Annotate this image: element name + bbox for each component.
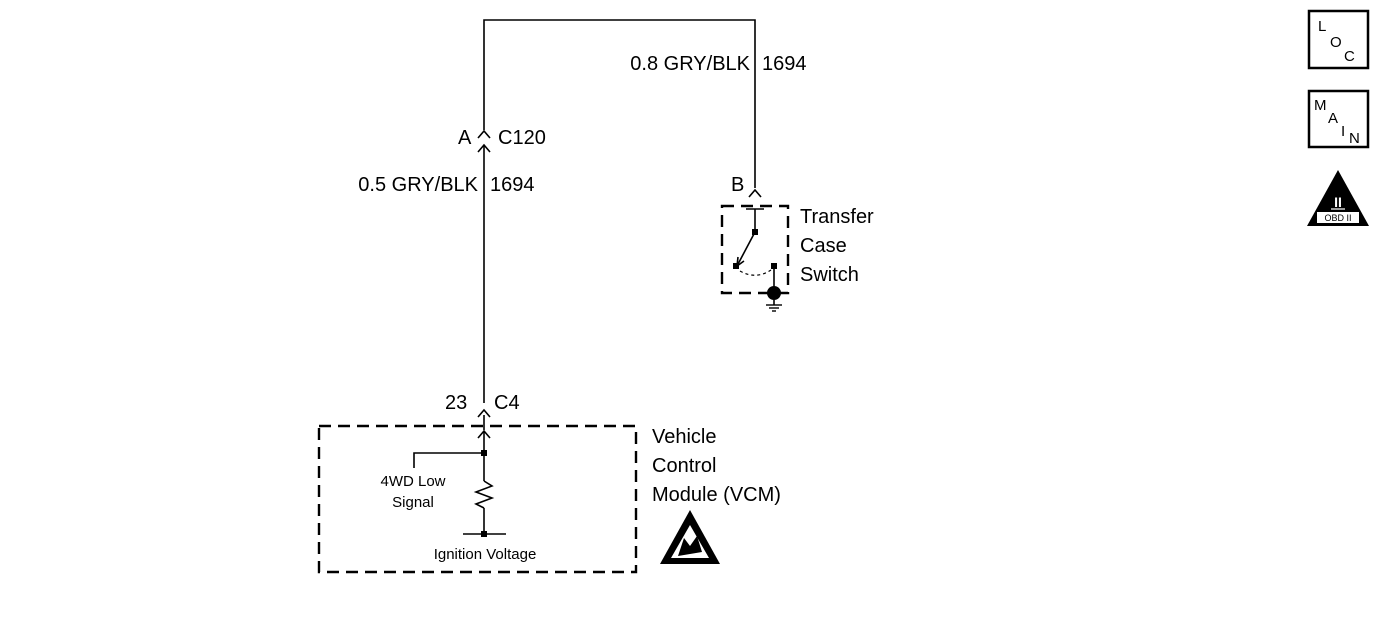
lower-circuit-number: 1694 [490,174,535,196]
transfer-case-switch-label-line3: Switch [800,264,859,286]
ground-icon [766,286,782,312]
switch-pin-label: B [731,174,744,196]
vcm-label-line2: Control [652,455,716,477]
location-icon[interactable]: L O C [1307,9,1370,70]
loc-letter-1: L [1318,18,1326,35]
obd-ii-icon[interactable]: II OBD II [1307,170,1369,226]
circuit-1694-wire [483,19,756,430]
ignition-voltage-label: Ignition Voltage [434,546,537,563]
c120-pin-label: A [458,127,472,149]
c4-connector-label: C4 [494,392,520,414]
loc-letter-2: O [1330,34,1342,51]
main-letter-2: A [1328,110,1338,127]
connector-c4-symbol [477,408,491,439]
vcm-internal-circuit [413,432,506,537]
switch-connector-b-symbol [748,188,762,198]
main-icon[interactable]: M A I N [1307,89,1370,149]
c120-connector-label: C120 [498,127,546,149]
vcm-label-line1: Vehicle [652,426,717,448]
upper-wire-label: 0.8 GRY/BLK [630,53,750,75]
vcm-label-line3: Module (VCM) [652,484,781,506]
transfer-case-switch-symbol [733,208,777,293]
connector-c120-symbol [477,129,491,153]
main-letter-3: I [1341,123,1345,140]
vcm-box [317,424,638,574]
esd-warning-icon [660,510,720,564]
main-letter-4: N [1349,130,1360,147]
obd-text: OBD II [1324,213,1351,223]
upper-circuit-number: 1694 [762,53,807,75]
obd-numeral: II [1334,194,1342,210]
main-letter-1: M [1314,97,1327,114]
vcm-signal-label-line2: Signal [392,494,434,511]
transfer-case-switch-label-line1: Transfer [800,206,874,228]
vcm-pin-label: 23 [445,392,467,414]
loc-letter-3: C [1344,48,1355,65]
lower-wire-label: 0.5 GRY/BLK [358,174,478,196]
vcm-signal-label-line1: 4WD Low [380,473,445,490]
transfer-case-switch-label-line2: Case [800,235,847,257]
